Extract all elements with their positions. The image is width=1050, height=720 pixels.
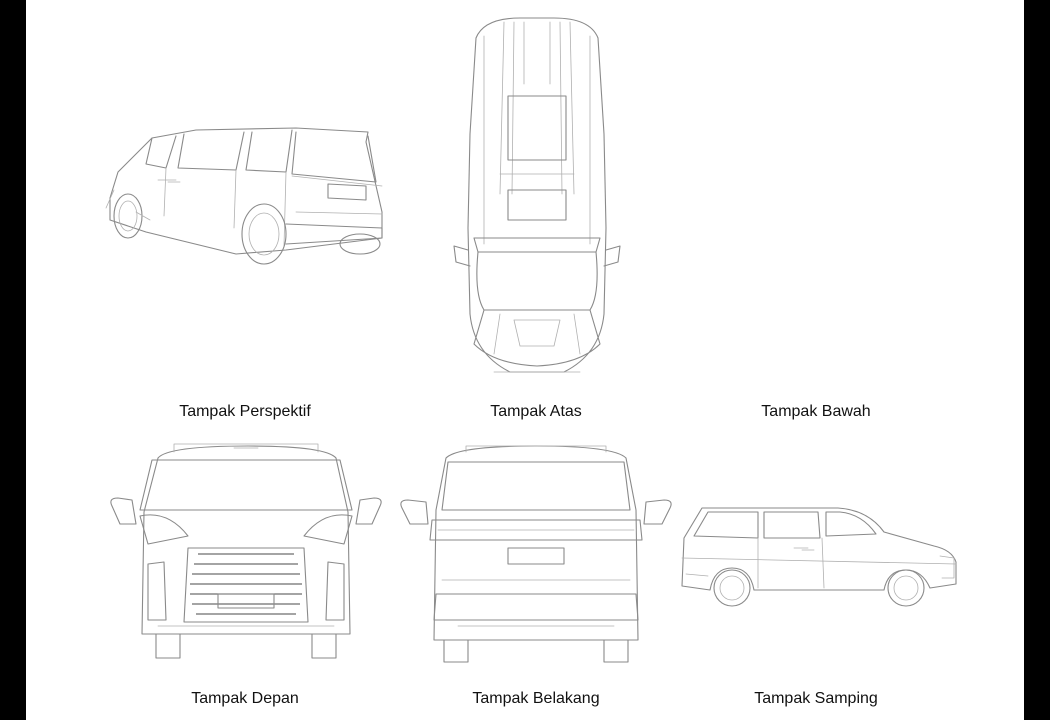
caption-perspective: Tampak Perspektif [179,403,311,420]
caption-side: Tampak Samping [754,690,878,707]
top-view-drawing [453,14,621,380]
side-view-drawing [678,504,960,607]
caption-top: Tampak Atas [490,403,582,420]
caption-front: Tampak Depan [191,690,299,707]
rear-view-drawing [398,444,674,666]
caption-rear: Tampak Belakang [472,690,600,707]
document-sheet: Tampak Perspektif Tampak Atas Tampak Baw… [26,0,1024,720]
perspective-view-drawing [105,120,406,280]
caption-bottom: Tampak Bawah [761,403,871,420]
front-view-drawing [108,443,384,664]
